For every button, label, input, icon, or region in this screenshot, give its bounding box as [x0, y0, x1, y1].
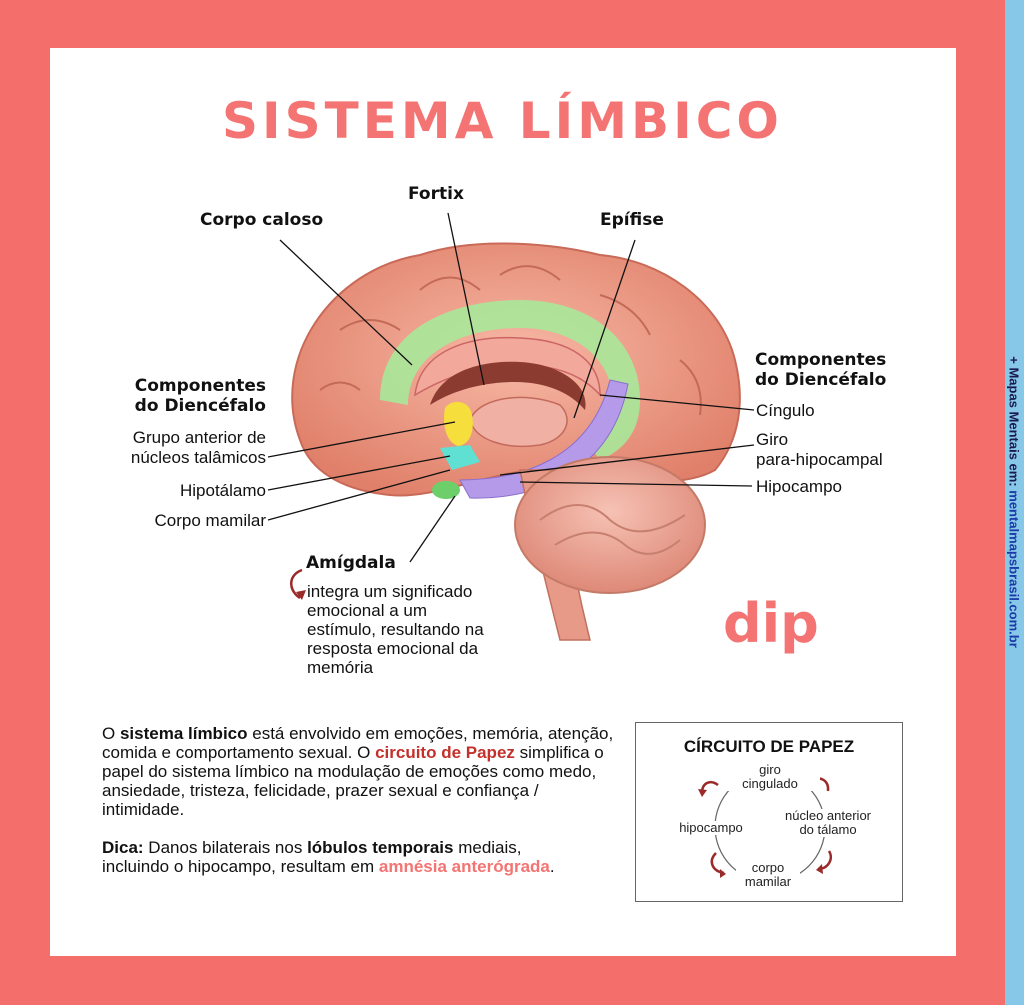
- papez-giro-line1: giro: [759, 762, 781, 777]
- papez-title: CÍRCUITO DE PAPEZ: [683, 737, 855, 756]
- label-giro: Giro para-hipocampal: [756, 430, 883, 470]
- label-componentes-left: Componentes do Diencéfalo: [80, 376, 266, 416]
- label-componentes-right: Componentes do Diencéfalo: [755, 350, 886, 390]
- cingulate-band: [380, 300, 640, 460]
- cerebellum: [514, 456, 706, 594]
- giro-line2: para-hipocampal: [756, 450, 883, 469]
- papez-corpo-mamilar: corpo mamilar: [736, 861, 800, 889]
- papez-nucleo-line2: do tálamo: [799, 822, 857, 837]
- label-fortix: Fortix: [408, 184, 464, 204]
- label-corpo-caloso: Corpo caloso: [200, 210, 324, 230]
- curved-arrow-icon: [290, 568, 303, 600]
- sidebar-strip: [1005, 0, 1024, 1005]
- giro-line1: Giro: [756, 430, 789, 449]
- label-hipotalamo: Hipotálamo: [180, 481, 266, 500]
- grupo-line2: núcleos talâmicos: [130, 448, 266, 467]
- paragraph-intro: O sistema límbico está envolvido em emoç…: [102, 724, 614, 819]
- grupo-line1: Grupo anterior de: [132, 428, 266, 447]
- papez-corpo-line1: corpo: [751, 860, 785, 875]
- label-epifise: Epífise: [600, 210, 664, 230]
- papez-giro-line2: cingulado: [742, 776, 798, 791]
- hypothalamus: [440, 445, 480, 470]
- comp-right-line2: do Diencéfalo: [755, 370, 887, 390]
- paragraph-tip: Dica: Danos bilaterais nos lóbulos tempo…: [102, 838, 555, 876]
- amig-line2: emocional a um: [307, 601, 428, 620]
- thalamic-nuclei: [444, 401, 473, 446]
- leader-lines: [267, 212, 755, 563]
- label-corpo-mamilar: Corpo mamilar: [154, 511, 266, 530]
- amigdala-description: integra um significado emocional a um es…: [307, 582, 527, 677]
- sidebar-link[interactable]: + Mapas Mentais em: mentalmapsbrasil.com…: [1006, 356, 1022, 648]
- label-amigdala: Amígdala: [306, 553, 396, 573]
- label-cingulo: Cíngulo: [756, 401, 815, 420]
- comp-left-line1: Componentes: [134, 376, 266, 396]
- comp-left-line2: do Diencéfalo: [134, 396, 266, 416]
- papez-corpo-line2: mamilar: [744, 874, 792, 889]
- page-title: SISTEMA LÍMBICO: [222, 92, 783, 150]
- papez-nucleo-anterior: núcleo anterior do tálamo: [768, 809, 888, 837]
- label-grupo-anterior: Grupo anterior de núcleos talâmicos: [60, 428, 266, 468]
- amig-line3: estímulo, resultando na: [307, 620, 484, 639]
- fornix: [430, 361, 586, 410]
- amig-line1: integra um significado: [307, 582, 473, 601]
- papez-hipocampo: hipocampo: [666, 821, 756, 835]
- label-hipocampo: Hipocampo: [756, 477, 842, 496]
- comp-right-line1: Componentes: [755, 350, 887, 370]
- papez-giro-cingulado: giro cingulado: [720, 763, 820, 791]
- amig-line5: memória: [307, 658, 374, 677]
- papez-nucleo-line1: núcleo anterior: [785, 808, 871, 823]
- amig-line4: resposta emocional da: [307, 639, 479, 658]
- papez-circuit-box: CÍRCUITO DE PAPEZ giro cingulado núcleo …: [635, 722, 903, 902]
- brand-logo: dip: [723, 592, 819, 655]
